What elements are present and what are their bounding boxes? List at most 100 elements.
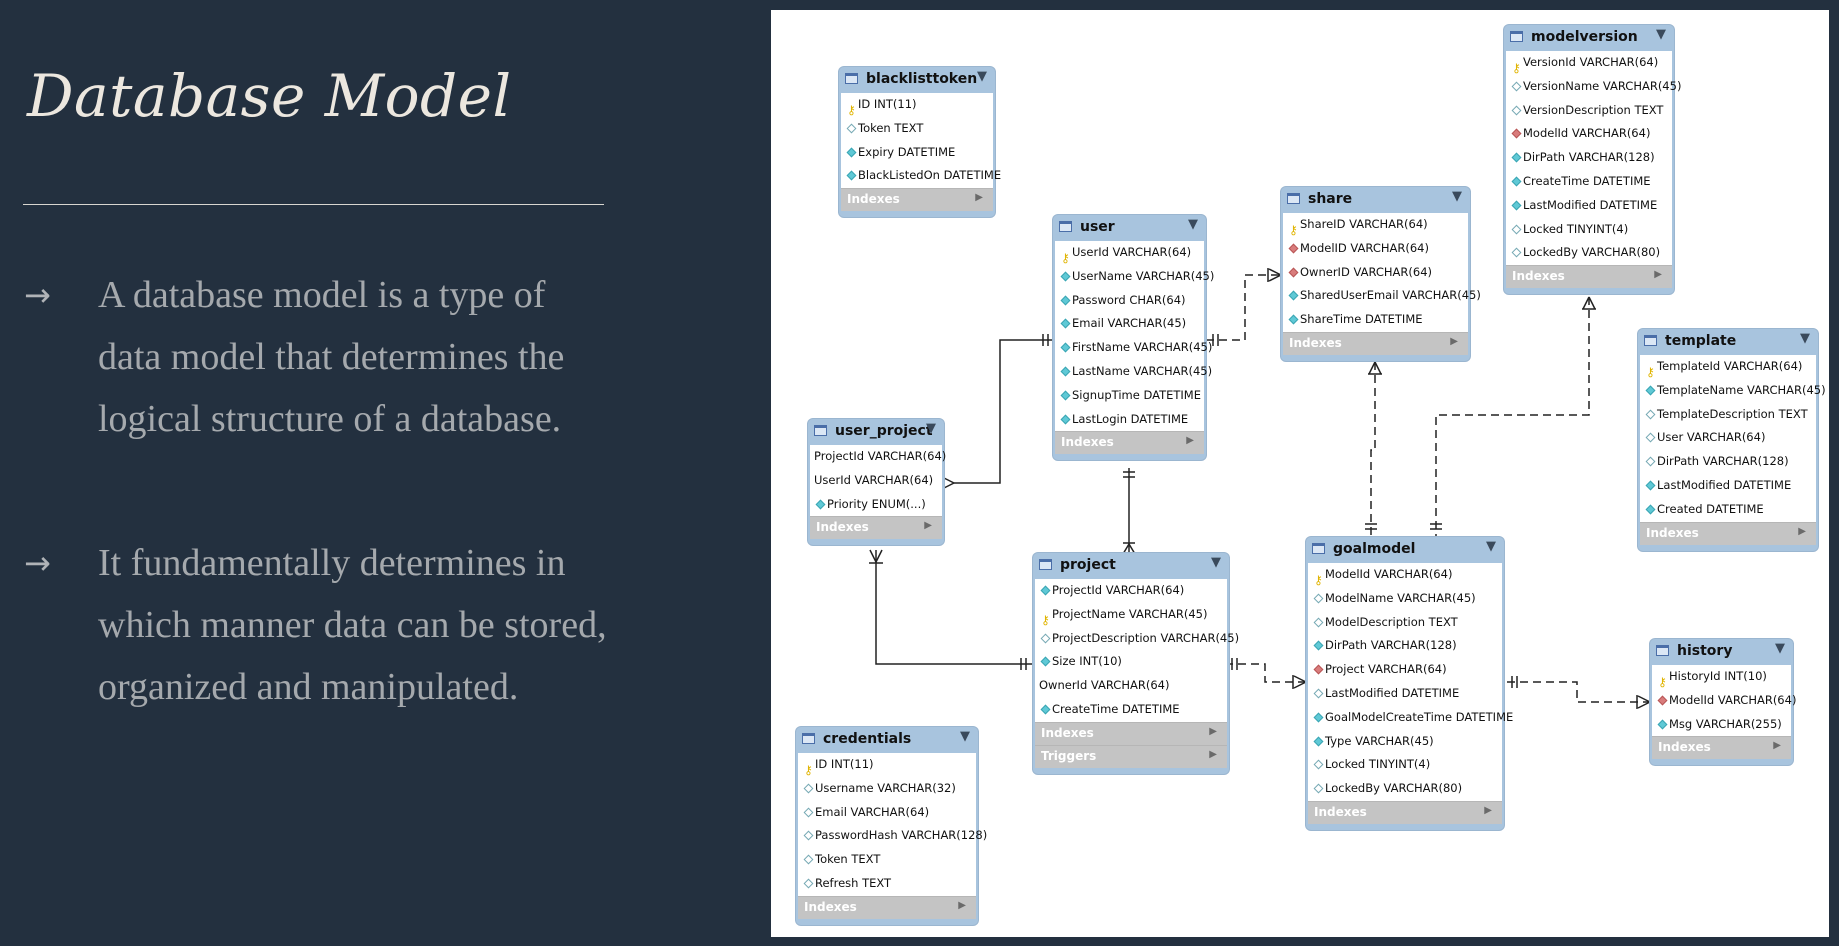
collapse-arrow-icon[interactable]: ▼ xyxy=(1452,189,1462,204)
column-row[interactable]: CreateTime DATETIME xyxy=(1506,170,1672,194)
column-row[interactable]: PasswordHash VARCHAR(128) xyxy=(798,824,987,848)
column-row[interactable]: ⚷TemplateId VARCHAR(64) xyxy=(1640,355,1816,379)
column-row[interactable]: OwnerID VARCHAR(64) xyxy=(1283,261,1468,285)
expand-arrow-icon[interactable]: ▶ xyxy=(958,899,966,911)
table-header[interactable]: template▼ xyxy=(1638,329,1818,355)
table-header[interactable]: modelversion▼ xyxy=(1504,25,1674,51)
section-indexes[interactable]: Indexes▶ xyxy=(1035,721,1227,745)
column-row[interactable]: SignupTime DATETIME xyxy=(1055,384,1204,408)
column-row[interactable]: DirPath VARCHAR(128) xyxy=(1506,146,1672,170)
column-row[interactable]: ⚷VersionId VARCHAR(64) xyxy=(1506,51,1672,75)
collapse-arrow-icon[interactable]: ▼ xyxy=(1656,27,1666,42)
section-indexes[interactable]: Indexes▶ xyxy=(1283,331,1468,355)
column-row[interactable]: FirstName VARCHAR(45) xyxy=(1055,336,1212,360)
table-header[interactable]: share▼ xyxy=(1281,187,1470,213)
collapse-arrow-icon[interactable]: ▼ xyxy=(1188,217,1198,232)
column-row[interactable]: GoalModelCreateTime DATETIME xyxy=(1308,706,1513,730)
expand-arrow-icon[interactable]: ▶ xyxy=(1484,804,1492,816)
collapse-arrow-icon[interactable]: ▼ xyxy=(1800,331,1810,346)
column-row[interactable]: SharedUserEmail VARCHAR(45) xyxy=(1283,284,1481,308)
column-row[interactable]: User VARCHAR(64) xyxy=(1640,426,1816,450)
expand-arrow-icon[interactable]: ▶ xyxy=(1209,748,1217,760)
table-history[interactable]: history▼⚷HistoryId INT(10)ModelId VARCHA… xyxy=(1650,639,1796,766)
column-row[interactable]: ProjectId VARCHAR(64) xyxy=(810,445,946,469)
column-row[interactable]: TemplateDescription TEXT xyxy=(1640,403,1816,427)
section-triggers[interactable]: Triggers▶ xyxy=(1035,744,1227,768)
column-row[interactable]: ModelId VARCHAR(64) xyxy=(1506,122,1672,146)
column-row[interactable]: Email VARCHAR(45) xyxy=(1055,312,1204,336)
column-row[interactable]: ⚷ModelId VARCHAR(64) xyxy=(1308,563,1502,587)
column-row[interactable]: LastLogin DATETIME xyxy=(1055,408,1204,432)
column-row[interactable]: Project VARCHAR(64) xyxy=(1308,658,1502,682)
expand-arrow-icon[interactable]: ▶ xyxy=(1773,740,1781,752)
section-indexes[interactable]: Indexes▶ xyxy=(1640,521,1816,545)
table-credentials[interactable]: credentials▼⚷ID INT(11)Username VARCHAR(… xyxy=(796,727,987,925)
collapse-arrow-icon[interactable]: ▼ xyxy=(1775,641,1785,656)
collapse-arrow-icon[interactable]: ▼ xyxy=(1211,555,1221,570)
collapse-arrow-icon[interactable]: ▼ xyxy=(1486,539,1496,554)
column-row[interactable]: BlackListedOn DATETIME xyxy=(841,164,1001,188)
column-row[interactable]: Locked TINYINT(4) xyxy=(1308,753,1502,777)
column-row[interactable]: DirPath VARCHAR(128) xyxy=(1640,450,1816,474)
column-row[interactable]: LockedBy VARCHAR(80) xyxy=(1308,777,1502,801)
column-row[interactable]: DirPath VARCHAR(128) xyxy=(1308,634,1502,658)
column-row[interactable]: LastModified DATETIME xyxy=(1308,682,1502,706)
table-template[interactable]: template▼⚷TemplateId VARCHAR(64)Template… xyxy=(1638,329,1826,551)
table-header[interactable]: user▼ xyxy=(1053,215,1206,241)
table-goalmodel[interactable]: goalmodel▼⚷ModelId VARCHAR(64)ModelName … xyxy=(1306,537,1513,830)
collapse-arrow-icon[interactable]: ▼ xyxy=(960,729,970,744)
table-user[interactable]: user▼⚷UserId VARCHAR(64)UserName VARCHAR… xyxy=(1053,215,1214,461)
column-row[interactable]: ModelName VARCHAR(45) xyxy=(1308,587,1502,611)
expand-arrow-icon[interactable]: ▶ xyxy=(924,520,932,532)
column-row[interactable]: ShareTime DATETIME xyxy=(1283,308,1468,332)
table-project[interactable]: project▼ProjectId VARCHAR(64)⚷ProjectNam… xyxy=(1033,553,1239,774)
table-user-project[interactable]: user_project▼ProjectId VARCHAR(64)UserId… xyxy=(808,419,946,546)
column-row[interactable]: ⚷UserId VARCHAR(64) xyxy=(1055,241,1204,265)
column-row[interactable]: OwnerId VARCHAR(64) xyxy=(1035,674,1227,698)
column-row[interactable]: VersionDescription TEXT xyxy=(1506,99,1672,123)
column-row[interactable]: Password CHAR(64) xyxy=(1055,289,1204,313)
table-header[interactable]: credentials▼ xyxy=(796,727,978,753)
expand-arrow-icon[interactable]: ▶ xyxy=(1450,335,1458,347)
column-row[interactable]: Email VARCHAR(64) xyxy=(798,801,976,825)
table-share[interactable]: share▼⚷ShareID VARCHAR(64)ModelID VARCHA… xyxy=(1281,187,1481,361)
column-row[interactable]: LastModified DATETIME xyxy=(1640,474,1816,498)
column-row[interactable]: ⚷ID INT(11) xyxy=(841,93,993,117)
expand-arrow-icon[interactable]: ▶ xyxy=(1186,435,1194,447)
table-modelversion[interactable]: modelversion▼⚷VersionId VARCHAR(64) Versi… xyxy=(1504,25,1681,295)
column-row[interactable]: Expiry DATETIME xyxy=(841,141,993,165)
section-indexes[interactable]: Indexes▶ xyxy=(1308,800,1502,824)
table-header[interactable]: user_project▼ xyxy=(808,419,944,445)
column-row[interactable]: Priority ENUM(...) xyxy=(810,493,942,517)
column-row[interactable]: ⚷ID INT(11) xyxy=(798,753,976,777)
collapse-arrow-icon[interactable]: ▼ xyxy=(977,69,987,84)
column-row[interactable]: CreateTime DATETIME xyxy=(1035,698,1227,722)
column-row[interactable]: Size INT(10) xyxy=(1035,650,1227,674)
expand-arrow-icon[interactable]: ▶ xyxy=(1209,725,1217,737)
section-indexes[interactable]: Indexes▶ xyxy=(1506,265,1672,289)
expand-arrow-icon[interactable]: ▶ xyxy=(975,192,983,204)
section-indexes[interactable]: Indexes▶ xyxy=(1652,736,1791,760)
expand-arrow-icon[interactable]: ▶ xyxy=(1798,525,1806,537)
column-row[interactable]: UserId VARCHAR(64) xyxy=(810,469,942,493)
column-row[interactable]: ModelDescription TEXT xyxy=(1308,611,1502,635)
column-row[interactable]: ProjectDescription VARCHAR(45) xyxy=(1035,627,1239,651)
column-row[interactable]: LastModified DATETIME xyxy=(1506,194,1672,218)
column-row[interactable]: ModelID VARCHAR(64) xyxy=(1283,237,1468,261)
column-row[interactable]: UserName VARCHAR(45) xyxy=(1055,265,1214,289)
column-row[interactable]: TemplateName VARCHAR(45) xyxy=(1640,379,1826,403)
table-header[interactable]: project▼ xyxy=(1033,553,1229,579)
section-indexes[interactable]: Indexes▶ xyxy=(798,895,976,919)
column-row[interactable]: LastName VARCHAR(45) xyxy=(1055,360,1212,384)
column-row[interactable]: Refresh TEXT xyxy=(798,872,976,896)
column-row[interactable]: Token TEXT xyxy=(798,848,976,872)
column-row[interactable]: ⚷ShareID VARCHAR(64) xyxy=(1283,213,1468,237)
table-header[interactable]: blacklisttoken▼ xyxy=(839,67,995,93)
column-row[interactable]: ModelId VARCHAR(64) xyxy=(1652,689,1796,713)
column-row[interactable]: ⚷HistoryId INT(10) xyxy=(1652,665,1791,689)
column-row[interactable]: Locked TINYINT(4) xyxy=(1506,218,1672,242)
section-indexes[interactable]: Indexes▶ xyxy=(841,188,993,212)
column-row[interactable]: Msg VARCHAR(255) xyxy=(1652,713,1791,737)
collapse-arrow-icon[interactable]: ▼ xyxy=(926,421,936,436)
